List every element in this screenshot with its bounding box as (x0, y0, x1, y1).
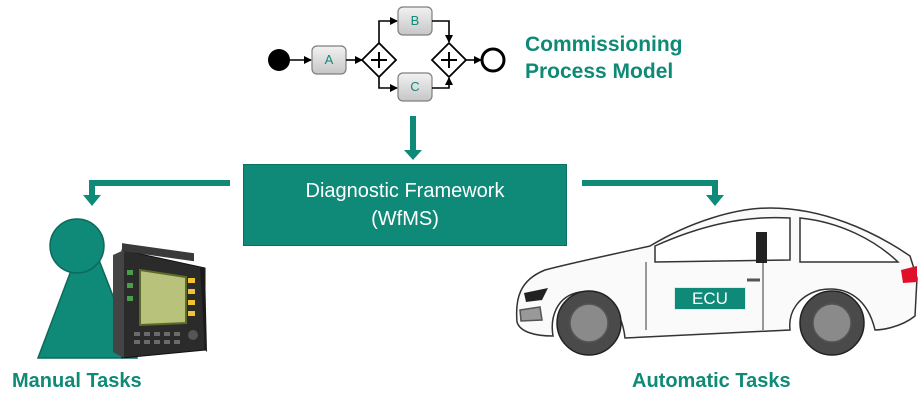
car-window (654, 216, 791, 263)
process-model-title-line2: Process Model (525, 60, 674, 83)
car-rear-window (799, 217, 900, 263)
car-door-line (645, 262, 764, 330)
diagnostic-tester-device-icon (113, 243, 207, 359)
car-taillight (901, 266, 917, 283)
flow-split-to-b (378, 17, 398, 43)
diagnostic-framework-box: Diagnostic Framework (WfMS) (243, 164, 567, 246)
task-b-label: B (410, 13, 420, 28)
flow-c-to-join (432, 77, 453, 89)
car-illustration (515, 207, 918, 356)
parallel-split-gateway (360, 41, 398, 79)
car-b-pillar (756, 232, 767, 263)
task-a-label: A (324, 52, 334, 67)
bpmn-process-model (268, 6, 506, 102)
task-c-label: C (410, 79, 420, 94)
process-model-title-line1: Commissioning (525, 33, 683, 56)
task-c-box (397, 72, 433, 102)
technician-person-icon (36, 218, 139, 359)
arrow-framework-to-automatic (582, 180, 724, 206)
arrow-model-to-framework (404, 116, 422, 160)
end-event (480, 47, 506, 73)
automatic-tasks-label: Automatic Tasks (632, 370, 791, 392)
connector-arrows (83, 116, 724, 206)
start-event (268, 49, 290, 71)
car-grille (519, 306, 543, 322)
process-model-title: Commissioning Process Model (525, 31, 725, 85)
arrow-framework-to-manual (83, 180, 230, 206)
flow-split-to-c (378, 77, 398, 92)
car-headlight (524, 288, 548, 302)
manual-tasks-label: Manual Tasks (12, 370, 142, 392)
flow-b-to-join (432, 20, 453, 43)
framework-name: Diagnostic Framework (305, 180, 505, 202)
framework-subtitle: (WfMS) (371, 208, 439, 230)
ecu-badge: ECU (674, 287, 746, 310)
parallel-join-gateway (430, 41, 468, 79)
